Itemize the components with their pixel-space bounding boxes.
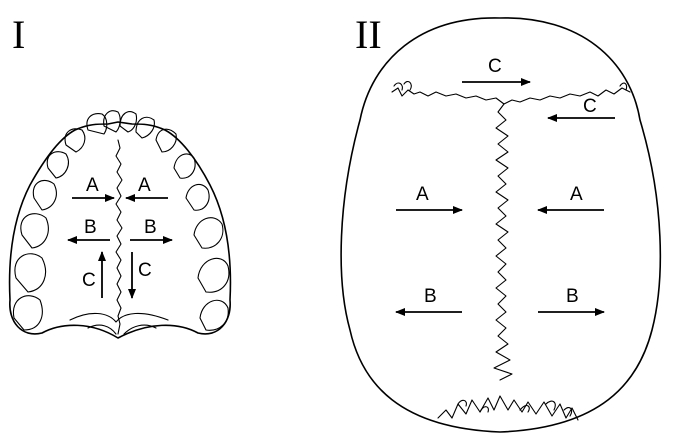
panel-i-numeral: I [12, 12, 25, 57]
panel-ii-numeral: II [355, 12, 382, 57]
label-c-left: C [82, 270, 96, 291]
lambdoid-suture [438, 396, 578, 420]
label-c-top: C [488, 56, 502, 77]
panel-ii: II C C A A B B [341, 12, 660, 432]
panel-i: I [10, 12, 231, 338]
label-a-left: A [416, 184, 429, 205]
label-a-left: A [86, 175, 99, 196]
label-c-right: C [583, 96, 597, 117]
label-b-right: B [566, 286, 579, 307]
label-b-right: B [144, 217, 157, 238]
label-b-left: B [424, 286, 437, 307]
label-a-right: A [138, 175, 151, 196]
label-b-left: B [84, 217, 97, 238]
midpalatal-suture [116, 140, 122, 334]
label-c-right: C [138, 260, 152, 281]
label-a-right: A [570, 184, 583, 205]
sagittal-suture [494, 104, 512, 380]
